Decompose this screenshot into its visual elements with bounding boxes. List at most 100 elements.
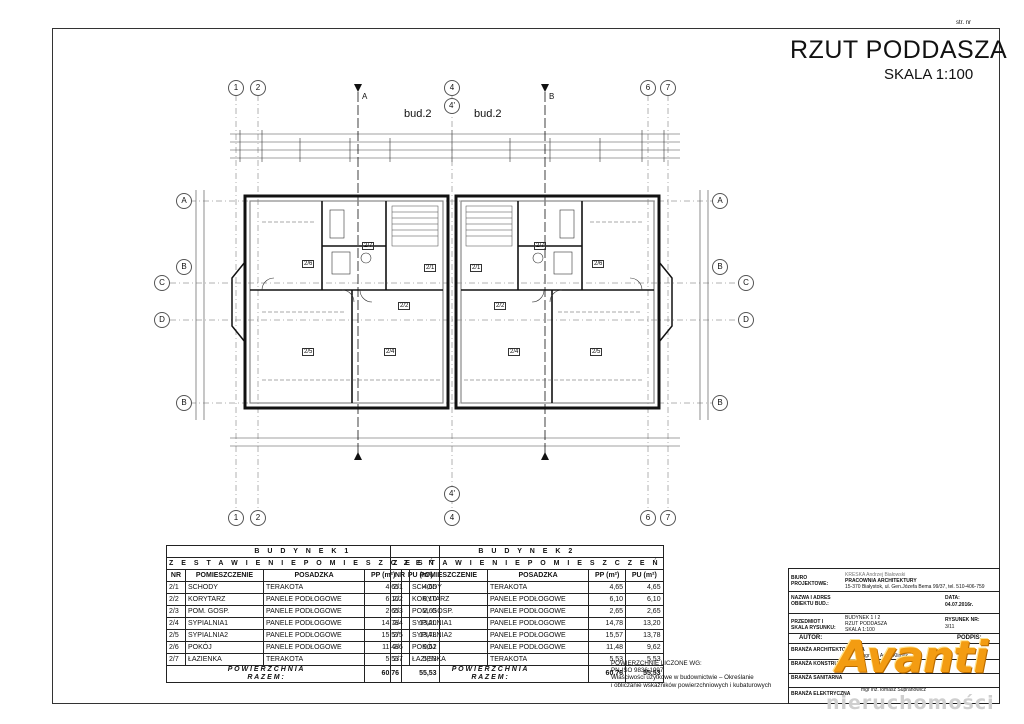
grid-axis-d-left: D: [154, 312, 170, 328]
table-cell: PANELE PODŁOGOWE: [486, 617, 590, 630]
grid-axis-2-bottom: 2: [250, 510, 266, 526]
building-label-right: bud.2: [474, 108, 502, 120]
table-cell: PANELE PODŁOGOWE: [486, 605, 590, 618]
table-cell: 2/5: [166, 629, 186, 642]
col-header: POSADZKA: [486, 569, 590, 582]
grid-axis-6-bottom: 6: [640, 510, 656, 526]
title-block: BIURO PROJEKTOWE: KRESKA Andrzej Białows…: [788, 568, 1000, 704]
grid-axis-b-right: B: [712, 259, 728, 275]
table-cell: 2/1: [390, 581, 410, 594]
drawing-title: RZUT PODDASZA: [790, 36, 1008, 64]
table-cell: 15,57: [588, 629, 627, 642]
grid-axis-c-right: C: [738, 275, 754, 291]
room-tag: 2/6: [302, 260, 315, 268]
building-label-left: bud.2: [404, 108, 432, 120]
table-cell: 4,65: [625, 581, 664, 594]
table-cell: POKÓJ: [408, 641, 488, 654]
drawing-frame: [52, 28, 1000, 704]
grid-axis-b-left: B: [176, 259, 192, 275]
room-tag: 2/7: [534, 242, 547, 250]
table-cell: PANELE PODŁOGOWE: [486, 593, 590, 606]
col-header: POSADZKA: [262, 569, 366, 582]
table-cell: PANELE PODŁOGOWE: [262, 641, 366, 654]
grid-axis-d-right: D: [738, 312, 754, 328]
autor-label: AUTOR:: [799, 635, 823, 641]
total-pu: 55,53: [625, 665, 664, 683]
biuro-value-1: KRESKA Andrzej Białowski: [845, 572, 906, 578]
col-header: POMIESZCZENIE: [184, 569, 264, 582]
author-1: mgr inż. Anna Klimuk: [861, 653, 908, 659]
data-label: DATA:: [945, 595, 960, 601]
table-cell: 11,48: [588, 641, 627, 654]
grid-axis-2-top: 2: [250, 80, 266, 96]
table-cell: 2/3: [166, 605, 186, 618]
table-cell: 2,65: [588, 605, 627, 618]
biuro-value-3: 15-370 Białystok, ul. Gen.Józefa Bema 99…: [845, 584, 985, 590]
table-cell: KORYTARZ: [184, 593, 264, 606]
drawing-scale: SKALA 1:100: [884, 66, 974, 83]
table-cell: 13,20: [625, 617, 664, 630]
table-cell: SYPIALNIA2: [184, 629, 264, 642]
table-subtitle: Z E S T A W I E N I E P O M I E S Z C Z …: [390, 557, 664, 570]
room-tag: 2/5: [302, 348, 315, 356]
total-label: P O W I E R Z C H N I A R A Z E M :: [389, 665, 590, 683]
branza-architektoniczna: BRANŻA ARCHITEKTONICZNA: [791, 647, 865, 653]
col-header: NR: [166, 569, 186, 582]
table-cell: 2/4: [390, 617, 410, 630]
grid-axis-1-top: 1: [228, 80, 244, 96]
grid-axis-4-bottom: 4: [444, 510, 460, 526]
table-cell: ŁAZIENKA: [184, 653, 264, 666]
table-cell: ŁAZIENKA: [408, 653, 488, 666]
table-cell: 2/6: [166, 641, 186, 654]
table-cell: 2/5: [390, 629, 410, 642]
grid-axis-a-right: A: [712, 193, 728, 209]
table-cell: POM. GOSP.: [184, 605, 264, 618]
table-cell: 2/4: [166, 617, 186, 630]
room-tag: 2/5: [590, 348, 603, 356]
biuro-label: BIURO PROJEKTOWE:: [791, 575, 829, 587]
table-cell: PANELE PODŁOGOWE: [262, 617, 366, 630]
nazwa-label: NAZWA I ADRES OBIEKTU BUD.:: [791, 595, 831, 607]
table-cell: SYPIALNIA1: [408, 617, 488, 630]
przedmiot-value-1: BUDYNEK 1 I 2: [845, 615, 881, 621]
room-tag: 2/1: [424, 264, 437, 272]
author-2: mgr inż.Tomasz Supranowicz: [861, 687, 927, 693]
table-cell: SCHODY: [408, 581, 488, 594]
table-cell: 4,65: [588, 581, 627, 594]
table-cell: 6,10: [625, 593, 664, 606]
table-cell: 2,65: [625, 605, 664, 618]
table-cell: 9,62: [625, 641, 664, 654]
table-cell: 2/3: [390, 605, 410, 618]
branza-sanitarna: BRANŻA SANITARNA: [791, 675, 843, 681]
table-cell: 2/7: [390, 653, 410, 666]
section-label-b: B: [549, 92, 555, 101]
grid-axis-b2-left: B: [176, 395, 192, 411]
col-header: POMIESZCZENIE: [408, 569, 488, 582]
grid-axis-c-left: C: [154, 275, 170, 291]
table-cell: POM. GOSP.: [408, 605, 488, 618]
grid-axis-7-top: 7: [660, 80, 676, 96]
table-building-title: B U D Y N E K 2: [390, 545, 664, 558]
table-cell: SCHODY: [184, 581, 264, 594]
branza-konstrukcyjna: BRANŻA KONSTRUKCYJNA: [791, 661, 859, 667]
table-cell: TERAKOTA: [262, 581, 366, 594]
table-cell: SYPIALNIA1: [184, 617, 264, 630]
table-cell: SYPIALNIA2: [408, 629, 488, 642]
table-cell: 2/2: [390, 593, 410, 606]
avanti-logo-watermark: Avanti: [836, 632, 988, 683]
section-label-a: A: [362, 92, 368, 101]
room-tag: 2/2: [494, 302, 507, 310]
rysunek-value: 3/11: [945, 624, 955, 630]
room-tag: 2/1: [470, 264, 483, 272]
table-cell: PANELE PODŁOGOWE: [486, 641, 590, 654]
col-header: PU (m²): [625, 569, 664, 582]
room-schedule-building-2: B U D Y N E K 2 Z E S T A W I E N I E P …: [389, 545, 664, 683]
room-tag: 2/6: [592, 260, 605, 268]
col-header: NR: [390, 569, 410, 582]
